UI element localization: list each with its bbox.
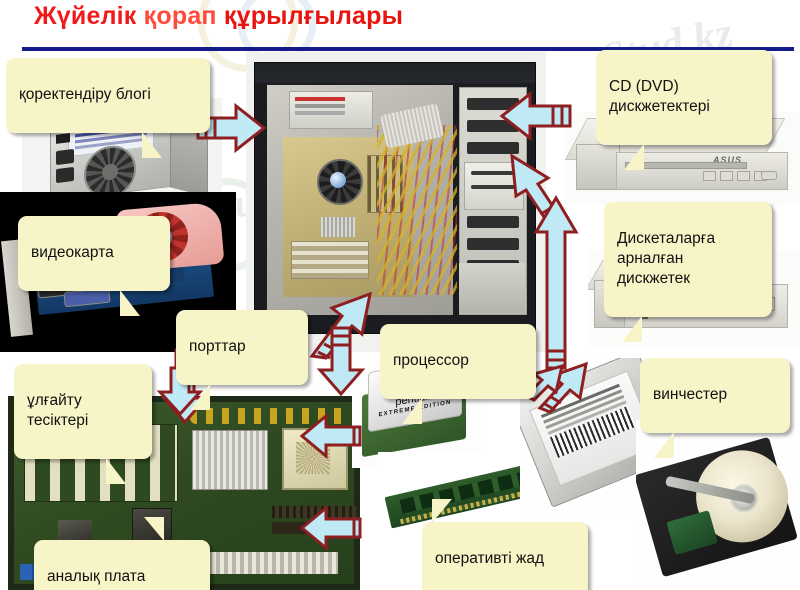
callout-power-supply[interactable]: қоректендіру блогі <box>6 58 210 158</box>
callout-tail <box>144 517 164 541</box>
callout-hard-disk[interactable]: винчестер <box>640 358 790 458</box>
callout-motherboard[interactable]: аналық плата <box>34 517 210 590</box>
callout-tail <box>120 290 140 316</box>
callout-tail <box>654 432 674 458</box>
callout-video-card[interactable]: видеокарта <box>18 216 170 316</box>
callout-hard-disk-text: винчестер <box>653 386 728 403</box>
callout-tail <box>190 384 210 410</box>
callout-expansion-slots-text: ұлғайту тесіктері <box>27 392 89 429</box>
title-part-1: Жүйелік <box>34 2 144 30</box>
callout-optical-drive-text: CD (DVD) дискжетектері <box>609 78 710 115</box>
callout-power-supply-text: қоректендіру блогі <box>19 86 151 103</box>
callout-ports[interactable]: порттар <box>176 310 308 410</box>
callout-ram[interactable]: оперативті жад <box>422 499 588 590</box>
callout-video-card-text: видеокарта <box>31 244 114 261</box>
callout-optical-drive[interactable]: CD (DVD) дискжетектері <box>596 50 772 170</box>
callout-ram-text: оперативті жад <box>435 550 545 567</box>
callout-tail <box>622 316 642 342</box>
photo-system-case <box>246 52 546 352</box>
photo-optical-drive: ASUS <box>564 112 800 204</box>
callout-floppy-drive[interactable]: Дискеталарға арналған дискжетек <box>604 202 772 342</box>
callout-expansion-slots[interactable]: ұлғайту тесіктері <box>14 364 152 484</box>
callout-tail <box>624 144 644 170</box>
optical-drive-brand: ASUS <box>713 155 743 165</box>
callout-processor[interactable]: процессор <box>380 324 536 424</box>
title-divider <box>22 47 794 51</box>
callout-motherboard-text: аналық плата <box>47 568 146 585</box>
title-part-2: қорап <box>143 2 224 30</box>
callout-floppy-drive-text: Дискеталарға арналған дискжетек <box>617 230 716 287</box>
callout-tail <box>106 458 126 484</box>
callout-tail <box>142 132 162 158</box>
callout-tail <box>432 499 452 523</box>
callout-ports-text: порттар <box>189 338 246 355</box>
callout-processor-text: процессор <box>393 352 469 369</box>
title-part-3: құрылғылары <box>223 2 404 30</box>
page-title: Жүйелік қорап құрылғылары <box>34 2 403 31</box>
callout-tail <box>402 398 422 424</box>
